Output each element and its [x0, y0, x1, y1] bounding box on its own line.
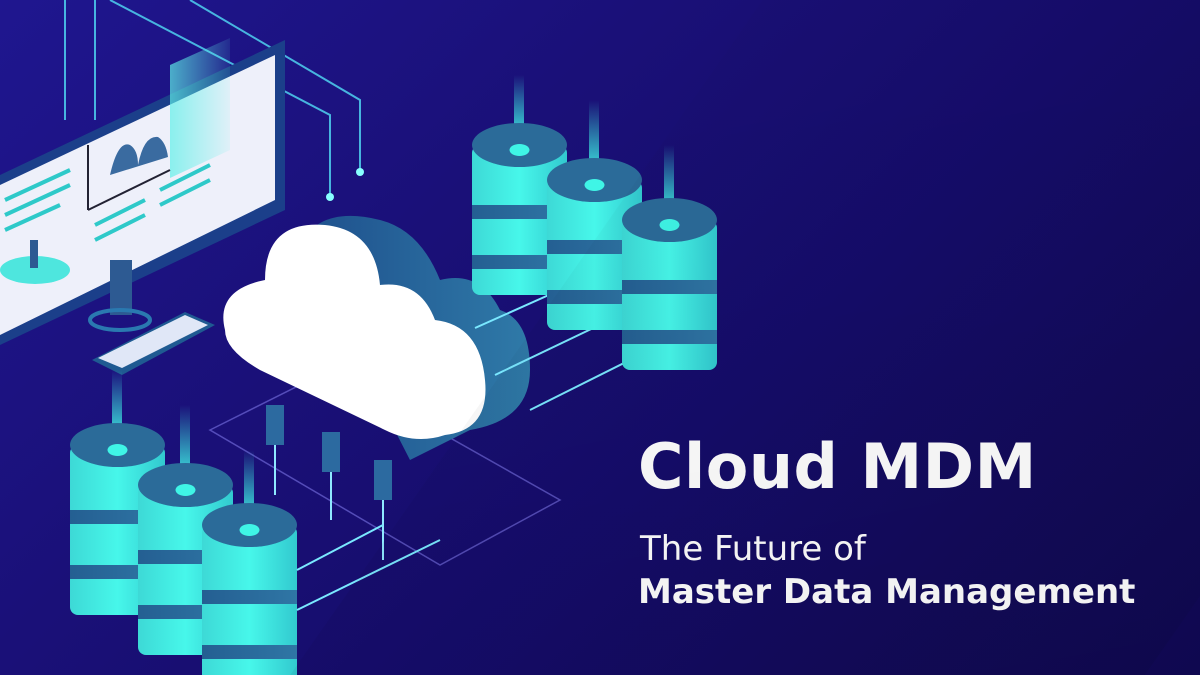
wire-node	[326, 193, 334, 201]
keyboard-icon	[92, 312, 215, 375]
cloud-icon	[223, 215, 530, 460]
database-cluster-bottom	[70, 370, 441, 675]
wire-lines	[64, 0, 361, 195]
monitor-icon	[0, 38, 285, 345]
cloud-connectors	[266, 405, 392, 500]
banner-subtitle-line1: The Future of	[640, 529, 866, 569]
banner-title: Cloud MDM	[638, 430, 1037, 503]
banner-subtitle-line2: Master Data Management	[638, 572, 1136, 612]
